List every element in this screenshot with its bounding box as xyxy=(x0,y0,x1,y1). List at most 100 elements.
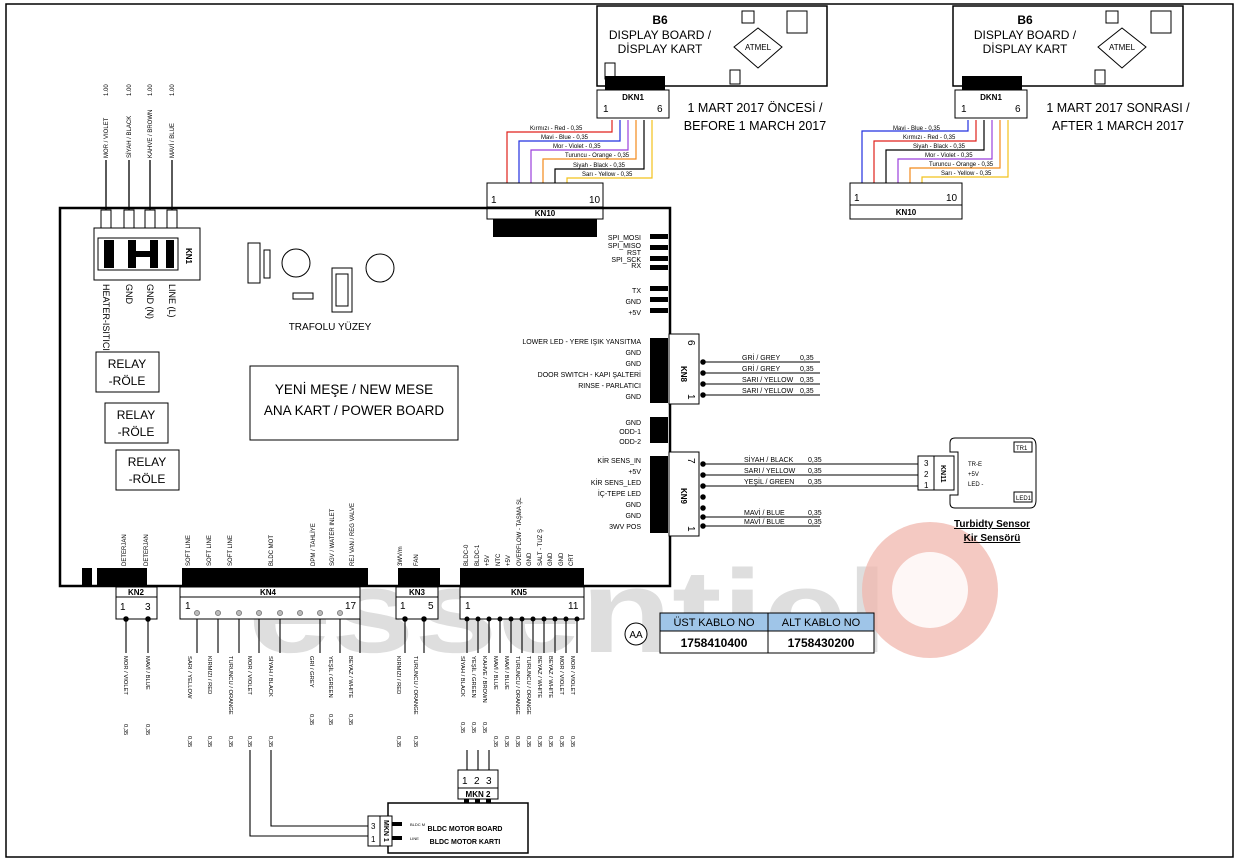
svg-text:1: 1 xyxy=(491,195,497,206)
svg-text:11: 11 xyxy=(568,601,579,612)
display-after-note1: 1 MART 2017 SONRASI / xyxy=(1046,101,1190,115)
svg-text:0,35: 0,35 xyxy=(525,736,531,747)
svg-text:Mavi - Blue - 0,35: Mavi - Blue - 0,35 xyxy=(893,126,941,132)
svg-text:2: 2 xyxy=(924,470,929,479)
svg-text:GND: GND xyxy=(625,299,641,306)
svg-text:3: 3 xyxy=(371,822,376,831)
svg-text:LOWER LED - YERE IŞIK YANSITMA: LOWER LED - YERE IŞIK YANSITMA xyxy=(522,339,641,346)
svg-text:3: 3 xyxy=(486,776,492,787)
svg-text:MOR / VIOLET: MOR / VIOLET xyxy=(558,656,564,695)
svg-text:1: 1 xyxy=(185,601,191,612)
kn10-connector: KN10 1 10 xyxy=(486,182,604,237)
svg-text:3WV/m: 3WV/m xyxy=(398,546,404,566)
svg-text:LED1: LED1 xyxy=(1016,496,1032,502)
svg-text:-RÖLE: -RÖLE xyxy=(109,374,146,388)
svg-text:DETERJAN: DETERJAN xyxy=(122,534,128,566)
kn1-wire-labels: MOR / VIOLET SİYAH / BLACK KAHVE / BROWN… xyxy=(104,84,176,158)
svg-text:5: 5 xyxy=(428,601,434,612)
svg-text:1: 1 xyxy=(400,601,406,612)
svg-text:0,35: 0,35 xyxy=(808,519,822,526)
kn4-connector: KN4 1 17 xyxy=(179,586,361,620)
svg-text:17: 17 xyxy=(345,601,357,612)
svg-text:İÇ-TEPE LED: İÇ-TEPE LED xyxy=(598,489,641,498)
display-before-note1: 1 MART 2017 ÖNCESİ / xyxy=(687,101,823,115)
svg-text:MAVİ / BLUE: MAVİ / BLUE xyxy=(744,517,785,526)
display-before-note2: BEFORE 1 MARCH 2017 xyxy=(684,119,826,133)
svg-text:KN8: KN8 xyxy=(679,366,688,383)
cable-header-bottom: ALT KABLO NO xyxy=(782,617,861,629)
svg-text:1: 1 xyxy=(465,601,471,612)
svg-text:FAN: FAN xyxy=(414,554,420,566)
svg-text:SİYAH / BLACK: SİYAH / BLACK xyxy=(267,656,274,697)
svg-text:Kırmızı - Red - 0,35: Kırmızı - Red - 0,35 xyxy=(903,135,956,141)
svg-text:GND: GND xyxy=(527,552,533,566)
svg-text:0,35: 0,35 xyxy=(206,736,212,747)
transformer-area: TRAFOLU YÜZEY xyxy=(247,242,395,333)
svg-text:0,35: 0,35 xyxy=(459,722,465,733)
svg-text:DOOR SWITCH - KAPI ŞALTERİ: DOOR SWITCH - KAPI ŞALTERİ xyxy=(538,370,641,379)
svg-text:Siyah - Black - 0,35: Siyah - Black - 0,35 xyxy=(573,163,626,169)
svg-text:0,35: 0,35 xyxy=(481,722,487,733)
svg-text:Turuncu - Orange - 0,35: Turuncu - Orange - 0,35 xyxy=(929,162,994,168)
svg-text:DETERJAN: DETERJAN xyxy=(144,534,150,566)
page-frame xyxy=(5,3,1234,858)
svg-text:YENİ MEŞE / NEW MESE: YENİ MEŞE / NEW MESE xyxy=(275,382,433,397)
svg-text:+5V: +5V xyxy=(628,310,641,317)
svg-text:KİR SENS_IN: KİR SENS_IN xyxy=(597,456,641,465)
kn9-connector: KN9 7 1 KİR SENS_IN +5V KİR SENS_LED İÇ-… xyxy=(591,451,700,537)
svg-text:KAHVE / BROWN: KAHVE / BROWN xyxy=(481,656,487,703)
svg-text:TURUNCU / ORANGE: TURUNCU / ORANGE xyxy=(514,656,520,715)
kn2-connector: KN2 1 3 xyxy=(115,586,158,620)
svg-text:6: 6 xyxy=(685,340,696,346)
svg-text:GND: GND xyxy=(625,350,641,357)
svg-text:SİYAH / BLACK: SİYAH / BLACK xyxy=(744,455,794,464)
svg-text:Mavi - Blue - 0,35: Mavi - Blue - 0,35 xyxy=(541,135,589,141)
svg-text:KN10: KN10 xyxy=(896,208,917,217)
svg-text:GND: GND xyxy=(124,284,134,305)
svg-text:HEATER-ISITICI: HEATER-ISITICI xyxy=(101,284,111,351)
svg-text:1: 1 xyxy=(462,776,468,787)
svg-text:2: 2 xyxy=(474,776,480,787)
turbidity-sensor: KN11 3 2 1 TR-E +5V LED - TR1 LED1 Turbi… xyxy=(917,437,1037,544)
svg-text:YEŞİL / GREEN: YEŞİL / GREEN xyxy=(327,656,334,698)
kn1-wires xyxy=(105,160,173,212)
svg-text:0,35: 0,35 xyxy=(536,736,542,747)
svg-text:0,35: 0,35 xyxy=(246,736,252,747)
svg-text:0,35: 0,35 xyxy=(327,714,333,725)
svg-text:BEYAZ / WHITE: BEYAZ / WHITE xyxy=(547,656,553,698)
svg-text:ODD-1: ODD-1 xyxy=(619,429,641,436)
kn9-wires xyxy=(700,461,920,529)
svg-text:ODD-2: ODD-2 xyxy=(619,439,641,446)
svg-text:1: 1 xyxy=(120,602,126,613)
svg-text:RELAY: RELAY xyxy=(128,455,166,469)
svg-text:TR1: TR1 xyxy=(1016,446,1028,452)
kn3-connector: KN3 1 5 xyxy=(395,586,439,620)
svg-text:TURUNCU / ORANGE: TURUNCU / ORANGE xyxy=(227,656,233,715)
svg-text:MOR / VIOLET: MOR / VIOLET xyxy=(246,656,252,695)
svg-text:SOFT LINE: SOFT LINE xyxy=(228,535,234,566)
svg-text:SARI / YELLOW: SARI / YELLOW xyxy=(744,468,796,475)
svg-text:ATMEL: ATMEL xyxy=(745,43,772,52)
svg-text:Kırmızı - Red - 0,35: Kırmızı - Red - 0,35 xyxy=(530,126,583,132)
svg-text:1.00: 1.00 xyxy=(127,84,133,96)
svg-text:SİYAH / BLACK: SİYAH / BLACK xyxy=(459,656,466,697)
svg-text:0,35: 0,35 xyxy=(800,355,814,362)
turbidity-subtitle: Kir Sensörü xyxy=(964,533,1021,544)
display-after-note2: AFTER 1 MARCH 2017 xyxy=(1052,119,1184,133)
svg-text:KN2: KN2 xyxy=(128,588,145,597)
relay-2: RELAY -RÖLE xyxy=(104,402,169,444)
svg-text:GND: GND xyxy=(625,420,641,427)
svg-text:Mor - Violet - 0,35: Mor - Violet - 0,35 xyxy=(553,144,601,150)
svg-text:GND: GND xyxy=(625,394,641,401)
svg-text:SARI / YELLOW: SARI / YELLOW xyxy=(186,656,192,699)
svg-text:0,35: 0,35 xyxy=(558,736,564,747)
cable-table: AA ÜST KABLO NO ALT KABLO NO 1758410400 … xyxy=(624,612,875,654)
svg-text:MKN 1: MKN 1 xyxy=(382,820,389,842)
svg-text:0,35: 0,35 xyxy=(800,377,814,384)
svg-text:KN1: KN1 xyxy=(184,248,193,265)
svg-text:KIRMIZI / RED: KIRMIZI / RED xyxy=(395,656,401,694)
svg-text:BLDC MOT: BLDC MOT xyxy=(269,535,275,566)
display-after-wires xyxy=(861,120,1009,186)
svg-text:0,35: 0,35 xyxy=(808,479,822,486)
kn8-connector: KN8 6 1 LOWER LED - YERE IŞIK YANSITMA G… xyxy=(522,333,700,405)
